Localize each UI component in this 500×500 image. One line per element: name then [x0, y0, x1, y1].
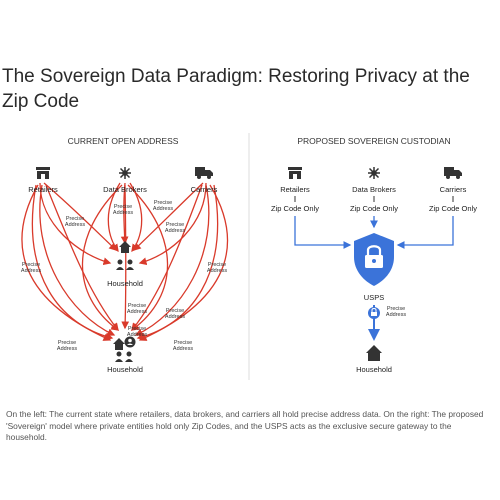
house-icon: [113, 338, 125, 350]
shield-lock-icon: [354, 233, 394, 286]
left-household-top-label: Household: [107, 279, 143, 288]
truck-icon: [195, 167, 213, 179]
left-heading: CURRENT OPEN ADDRESS: [68, 136, 179, 146]
zip-label-brokers: Zip Code Only: [350, 204, 398, 213]
right-carriers-label: Carriers: [440, 185, 467, 194]
right-heading: PROPOSED SOVEREIGN CUSTODIAN: [297, 136, 450, 146]
people-icon: [116, 259, 134, 270]
right-arrows: [294, 216, 454, 249]
edge-label: Precise: [154, 200, 172, 206]
left-data-brokers-label: Data Brokers: [103, 185, 147, 194]
hub-icon: [368, 167, 380, 179]
edge-label: Precise: [58, 340, 76, 346]
edge-label: Precise: [128, 326, 146, 332]
edge-label: Precise: [22, 262, 40, 268]
left-household-bottom-label: Household: [107, 365, 143, 374]
right-household-label: Household: [356, 365, 392, 374]
house-icon: [366, 345, 382, 361]
edge-label: Precise: [128, 303, 146, 309]
store-icon: [36, 167, 50, 179]
people-icon: [115, 351, 133, 362]
usps-label: USPS: [364, 293, 384, 302]
zip-label-retailers: Zip Code Only: [271, 204, 319, 213]
caption: On the left: The current state where ret…: [6, 409, 484, 442]
diagram: CURRENT OPEN ADDRESS Retailers: [21, 133, 477, 380]
edge-label: Precise: [208, 262, 226, 268]
left-arrows: [21, 182, 229, 341]
edge-label: Precise: [174, 340, 192, 346]
page-title: The Sovereign Data Paradigm: Restoring P…: [2, 66, 470, 112]
store-icon: [288, 167, 302, 179]
lock-icon: [368, 307, 380, 319]
hub-icon: [119, 167, 131, 179]
left-carriers-label: Carriers: [191, 185, 218, 194]
right-data-brokers-label: Data Brokers: [352, 185, 396, 194]
left-retailers-label: Retailers: [28, 185, 58, 194]
house-icon: [119, 241, 131, 253]
edge-label: Precise: [66, 216, 84, 222]
zip-ticks: [294, 196, 454, 202]
right-retailers-label: Retailers: [280, 185, 310, 194]
truck-icon: [444, 167, 462, 179]
edge-label: Precise: [166, 222, 184, 228]
zip-label-carriers: Zip Code Only: [429, 204, 477, 213]
edge-label: Precise: [166, 308, 184, 314]
edge-label: Precise: [114, 204, 132, 210]
people-icon: [124, 336, 136, 348]
